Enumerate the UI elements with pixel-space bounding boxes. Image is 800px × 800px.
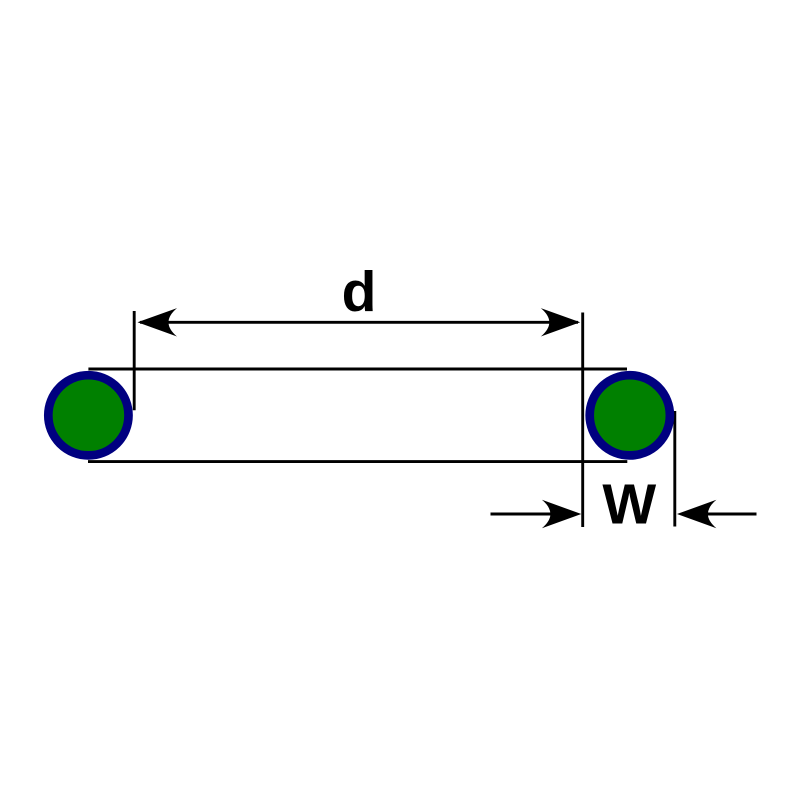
svg-text:W: W [602,473,656,537]
svg-text:d: d [342,260,377,324]
